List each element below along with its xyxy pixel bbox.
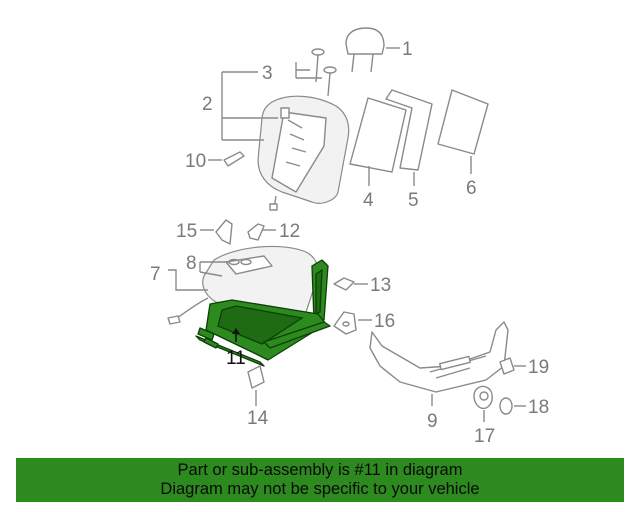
leader-8: [199, 261, 230, 277]
callout-5[interactable]: 5: [408, 190, 419, 211]
callout-8[interactable]: 8: [186, 253, 197, 274]
bolt-part: [269, 195, 278, 211]
clip-12-part[interactable]: [247, 223, 265, 241]
headrest-part[interactable]: [345, 27, 385, 73]
seat-adjuster-part-11[interactable]: [195, 259, 331, 367]
ring-18-part[interactable]: [499, 397, 513, 415]
callout-10[interactable]: 10: [185, 151, 206, 172]
back-panel-4-part[interactable]: [349, 97, 407, 173]
clip-15-part[interactable]: [215, 219, 233, 245]
callout-18[interactable]: 18: [528, 397, 549, 418]
callout-14[interactable]: 14: [247, 408, 269, 429]
callout-16[interactable]: 16: [374, 311, 395, 332]
callout-12[interactable]: 12: [279, 221, 300, 242]
callout-9[interactable]: 9: [427, 411, 438, 432]
clip-13-part[interactable]: [333, 277, 355, 291]
side-shield-part[interactable]: [369, 321, 509, 393]
callout-17[interactable]: 17: [474, 426, 495, 447]
back-board-part[interactable]: [437, 89, 489, 155]
banner-line-2: Diagram may not be specific to your vehi…: [160, 480, 480, 498]
leader-11-arrow: [232, 328, 240, 334]
leader-7: [168, 269, 208, 291]
callout-3[interactable]: 3: [262, 63, 273, 84]
callout-4[interactable]: 4: [363, 190, 374, 211]
callout-1[interactable]: 1: [402, 39, 413, 60]
adjuster-cable: [173, 297, 209, 321]
callout-13[interactable]: 13: [370, 275, 391, 296]
leader-2: [221, 71, 278, 141]
info-banner: Part or sub-assembly is #11 in diagram D…: [16, 458, 624, 502]
callout-6[interactable]: 6: [466, 178, 477, 199]
recliner-lever-part[interactable]: [223, 151, 245, 167]
banner-line-1: Part or sub-assembly is #11 in diagram: [177, 461, 463, 479]
leader-3: [295, 62, 322, 79]
headrest-guide-part[interactable]: [311, 48, 337, 97]
bracket-16-part[interactable]: [333, 311, 357, 335]
callout-2[interactable]: 2: [202, 94, 213, 115]
callout-7[interactable]: 7: [150, 264, 161, 285]
callout-15[interactable]: 15: [176, 221, 197, 242]
callout-11[interactable]: 11: [226, 348, 246, 369]
cover-14-part[interactable]: [247, 365, 265, 389]
back-panel-5-part[interactable]: [385, 89, 433, 171]
callout-19[interactable]: 19: [528, 357, 549, 378]
knob-17-part[interactable]: [473, 385, 493, 410]
seatback-part[interactable]: [257, 95, 350, 204]
cap-19-part[interactable]: [499, 357, 515, 375]
cable-end: [167, 315, 181, 325]
seat-parts-diagram: 1 3 2 10 4 5 6: [150, 27, 549, 447]
